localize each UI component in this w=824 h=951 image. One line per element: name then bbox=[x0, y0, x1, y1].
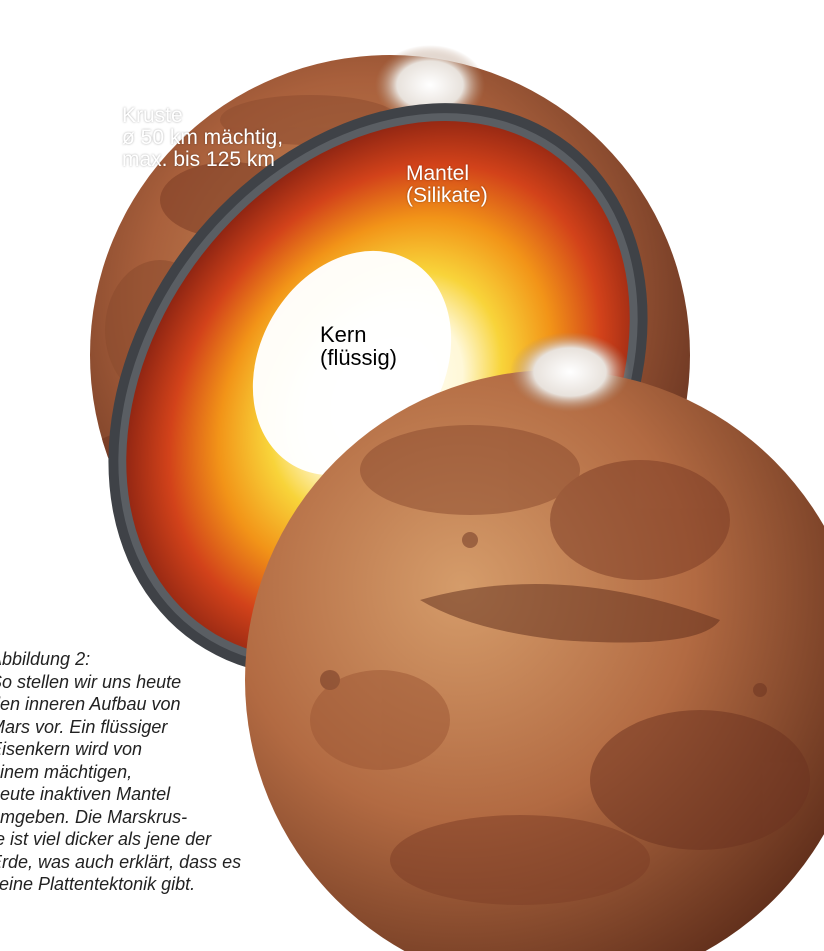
core-title: Kern bbox=[320, 323, 397, 346]
core-state: (flüssig) bbox=[320, 346, 397, 369]
figure-caption: Abbildung 2: So stellen wir uns heute de… bbox=[0, 648, 290, 896]
mantle-composition: (Silikate) bbox=[406, 185, 488, 207]
crust-thickness: ø 50 km mächtig, bbox=[122, 127, 283, 149]
caption-line: den inneren Aufbau von bbox=[0, 693, 290, 716]
caption-line: Mars vor. Ein flüssiger bbox=[0, 716, 290, 739]
core-label: Kern (flüssig) bbox=[320, 323, 397, 369]
caption-line: umgeben. Die Marskrus- bbox=[0, 806, 290, 829]
mantle-title: Mantel bbox=[406, 163, 488, 185]
caption-line: heute inaktiven Mantel bbox=[0, 783, 290, 806]
caption-line: einem mächtigen, bbox=[0, 761, 290, 784]
crust-title: Kruste bbox=[122, 105, 283, 127]
caption-line: Abbildung 2: bbox=[0, 648, 290, 671]
north-polar-cap-front bbox=[510, 332, 630, 412]
caption-line: te ist viel dicker als jene der bbox=[0, 828, 290, 851]
caption-line: Eisenkern wird von bbox=[0, 738, 290, 761]
caption-line: keine Plattentektonik gibt. bbox=[0, 873, 290, 896]
caption-line: So stellen wir uns heute bbox=[0, 671, 290, 694]
caption-line: Erde, was auch erklärt, dass es bbox=[0, 851, 290, 874]
crust-label: Kruste ø 50 km mächtig, max. bis 125 km bbox=[122, 105, 283, 171]
crust-max-thickness: max. bis 125 km bbox=[122, 149, 283, 171]
mantle-label: Mantel (Silikate) bbox=[406, 163, 488, 207]
